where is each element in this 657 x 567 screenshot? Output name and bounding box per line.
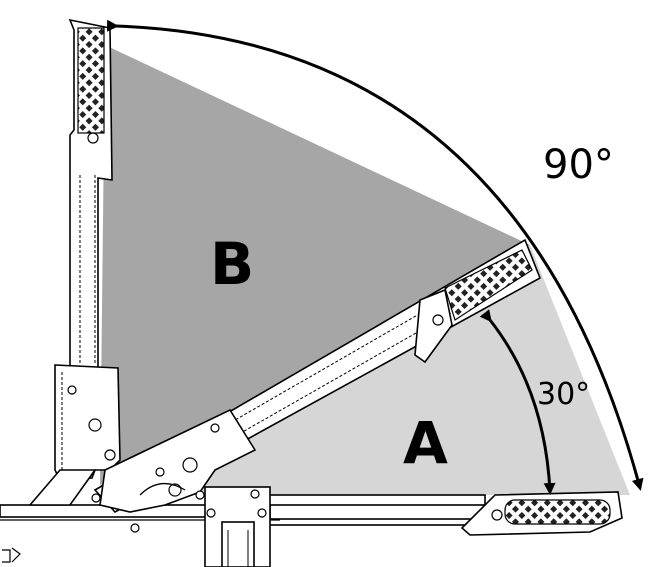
bolt-icon	[491, 509, 503, 521]
angle-large-label: 90°	[543, 142, 614, 188]
angle-small-label: 30°	[537, 377, 590, 412]
arc-30-degrees	[479, 309, 556, 495]
bolt-icon	[87, 132, 99, 144]
pedal-plate-icon	[504, 499, 611, 525]
region-a-label: A	[403, 409, 448, 477]
pedal-flat	[460, 491, 623, 536]
region-b-label: B	[210, 230, 254, 298]
base-frame	[0, 486, 491, 567]
bolt-icon	[432, 314, 444, 326]
pedal-plate-icon	[77, 27, 105, 134]
arc-90-degrees	[106, 19, 644, 491]
